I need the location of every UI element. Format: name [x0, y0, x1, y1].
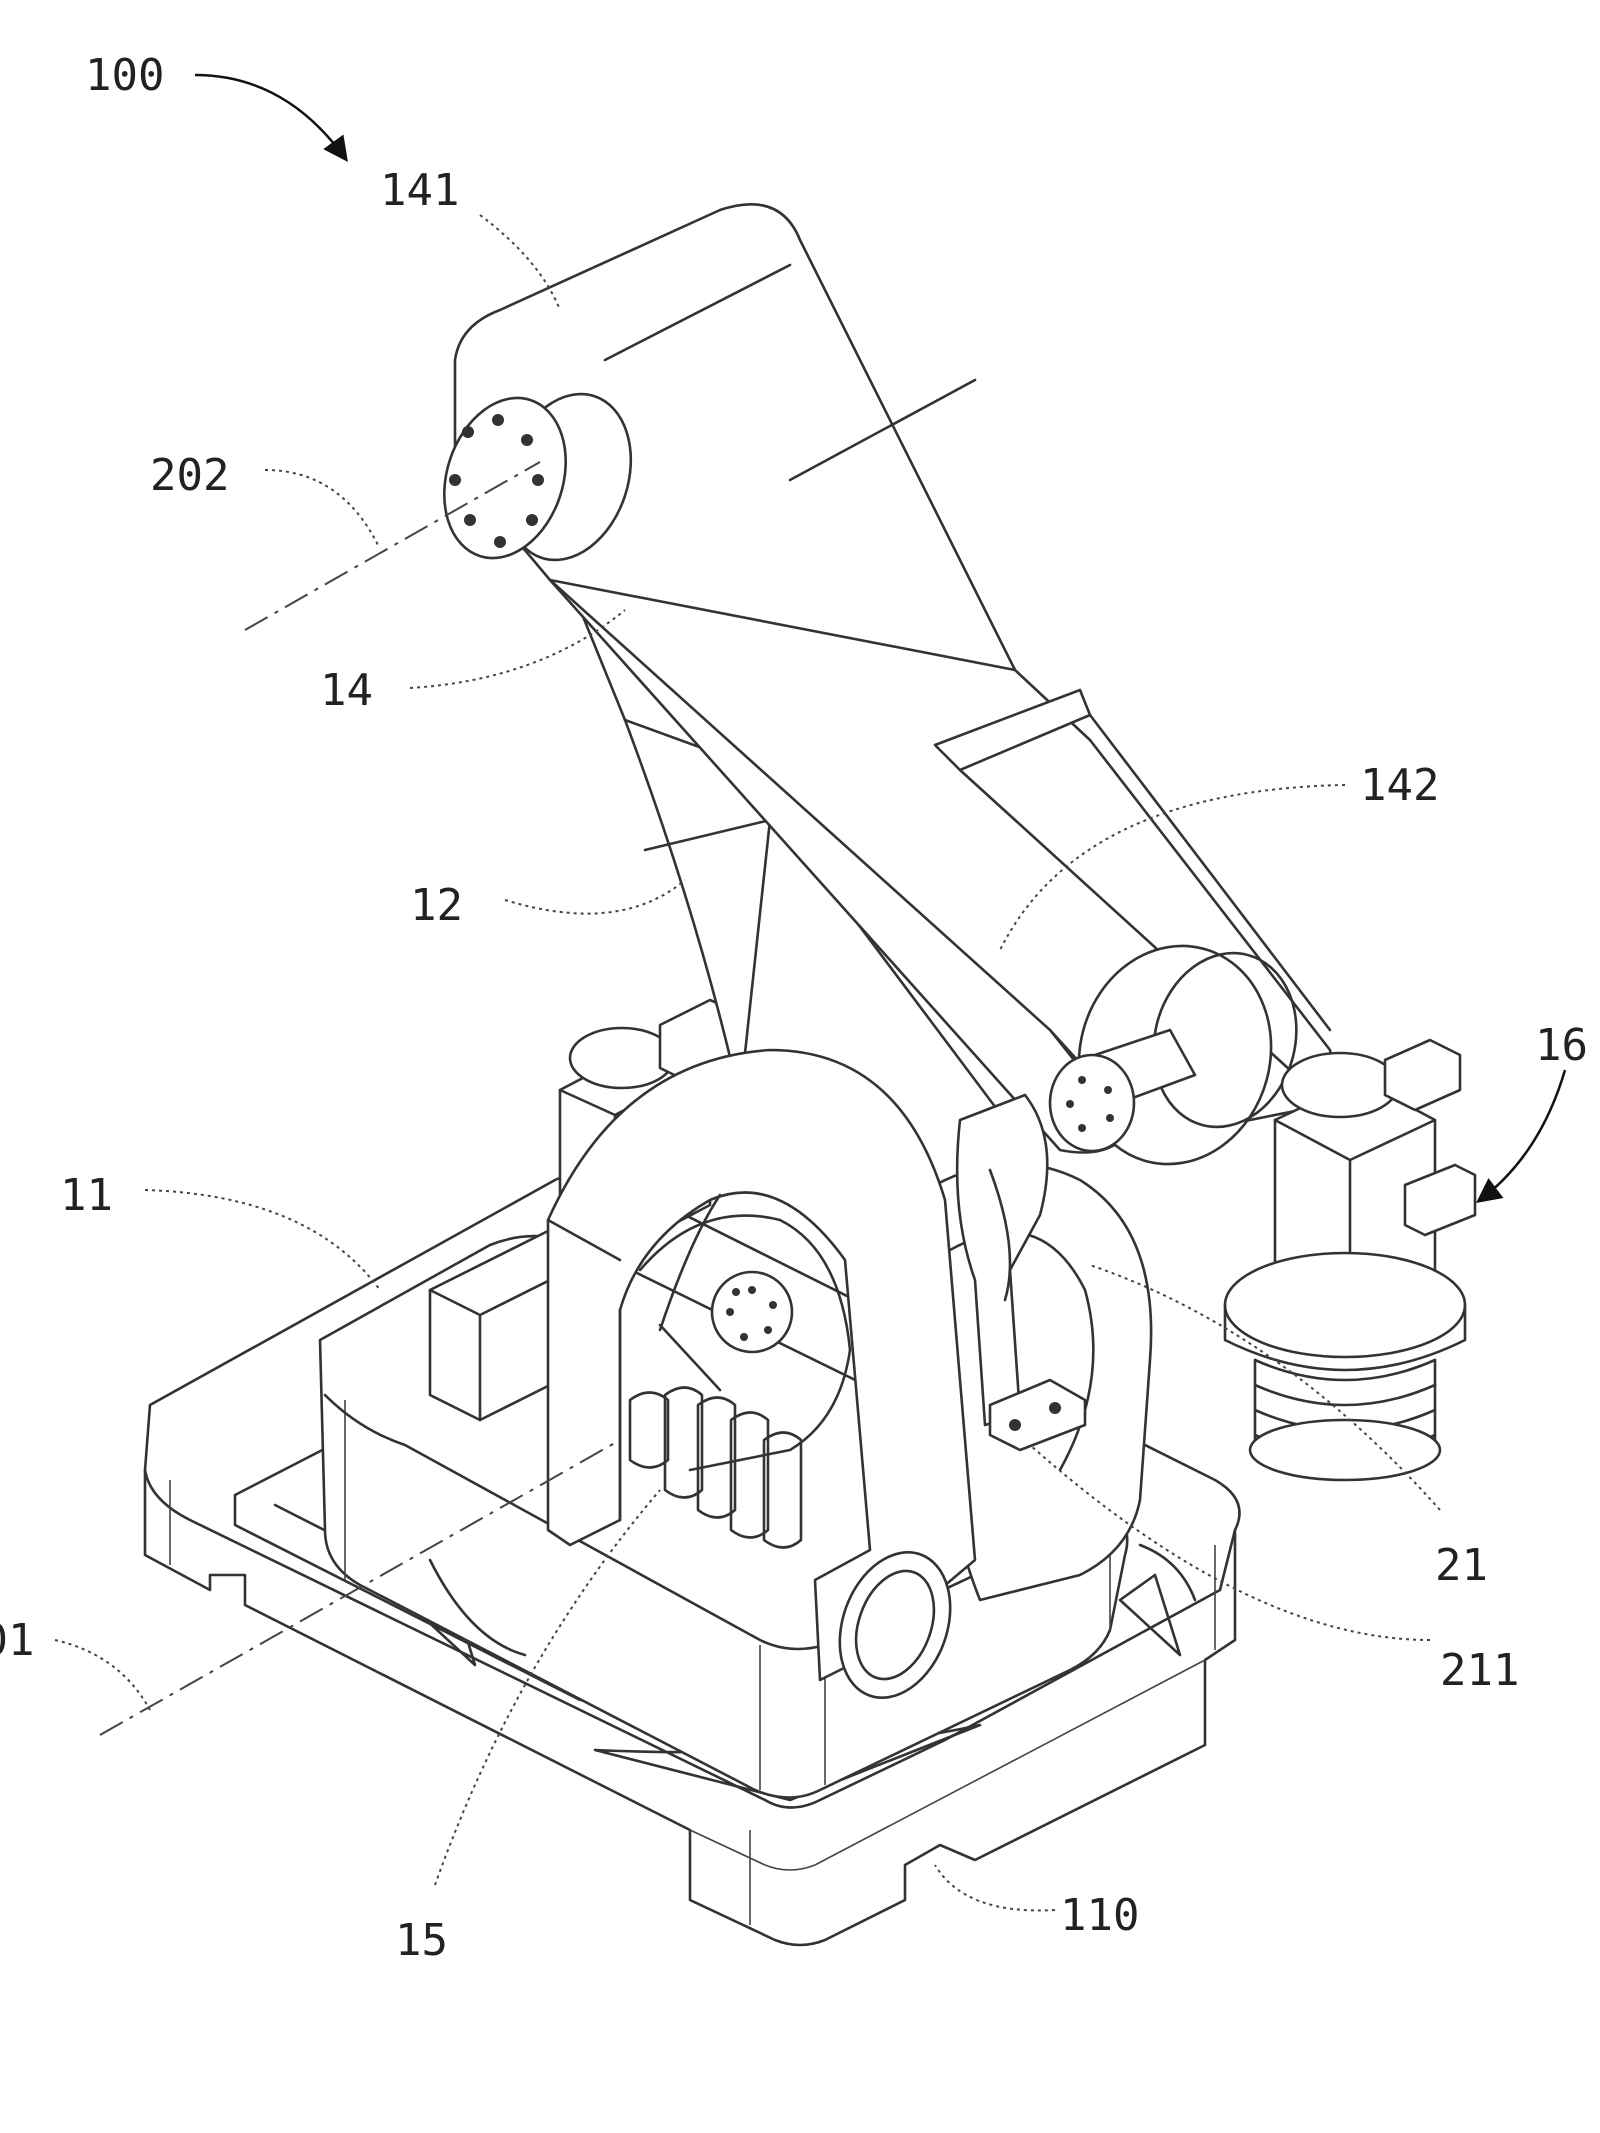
- worm-gear: [628, 1386, 803, 1549]
- axis-202: [244, 461, 541, 631]
- leader-21: [1089, 1264, 1441, 1511]
- leader-211: [1029, 1444, 1431, 1641]
- leader-201: [54, 1639, 151, 1711]
- leader-15: [434, 1489, 661, 1886]
- leader-16: [1476, 1069, 1567, 1204]
- forearm: [442, 202, 1334, 1154]
- link-rod: [955, 1093, 1087, 1452]
- leader-12: [504, 879, 686, 915]
- elbow-pulley: [1048, 944, 1298, 1166]
- ref-142: 142: [1360, 760, 1439, 811]
- wrist-assembly: [1223, 1038, 1477, 1482]
- ref-201: 201: [0, 1615, 34, 1666]
- ref-100: 100: [85, 50, 164, 101]
- leader-100: [194, 73, 348, 163]
- leader-142: [999, 784, 1346, 951]
- ref-211: 211: [1440, 1645, 1519, 1696]
- leader-202: [264, 469, 379, 546]
- axis-201: [99, 1439, 621, 1736]
- ref-110: 110: [1060, 1890, 1139, 1941]
- leader-11: [144, 1189, 381, 1291]
- ref-15: 15: [395, 1915, 448, 1966]
- ref-21: 21: [1435, 1540, 1488, 1591]
- leader-110: [934, 1864, 1056, 1912]
- leader-141: [479, 214, 561, 311]
- ref-202: 202: [150, 450, 229, 501]
- ref-16: 16: [1535, 1020, 1588, 1071]
- ref-11: 11: [60, 1170, 113, 1221]
- ref-14: 14: [320, 665, 373, 716]
- ref-141: 141: [380, 165, 459, 216]
- ref-12: 12: [410, 880, 463, 931]
- leader-14: [409, 609, 626, 689]
